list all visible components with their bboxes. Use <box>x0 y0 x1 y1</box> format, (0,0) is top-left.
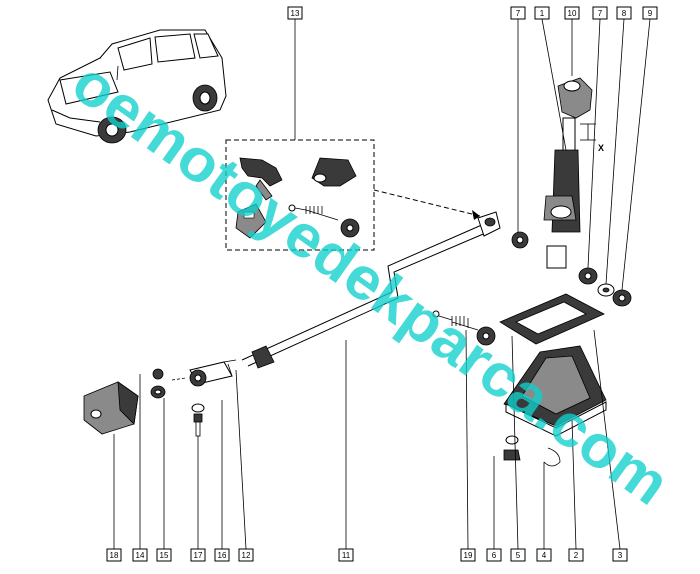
callout-7-left[interactable]: 7 <box>510 6 526 20</box>
callout-12[interactable]: 12 <box>238 548 254 562</box>
callout-11-label: 11 <box>342 551 351 560</box>
callout-10-label: 10 <box>568 9 577 18</box>
callout-2-label: 2 <box>574 551 579 560</box>
callout-18-label: 18 <box>110 551 119 560</box>
callout-9[interactable]: 9 <box>642 6 658 20</box>
control-rod-11 <box>241 211 501 369</box>
axis-x-label: X <box>598 143 604 153</box>
callout-7-right[interactable]: 7 <box>592 6 608 20</box>
callout-17-label: 17 <box>194 551 203 560</box>
fasteners-left <box>150 359 237 437</box>
callout-6[interactable]: 6 <box>486 548 502 562</box>
callout-8[interactable]: 8 <box>616 6 632 20</box>
callout-16[interactable]: 16 <box>214 548 230 562</box>
callout-5[interactable]: 5 <box>510 548 526 562</box>
callout-13-label: 13 <box>291 9 300 18</box>
callout-7-right-label: 7 <box>598 9 603 18</box>
callout-19[interactable]: 19 <box>460 548 476 562</box>
callout-15-label: 15 <box>160 551 169 560</box>
callout-8-label: 8 <box>622 9 627 18</box>
leader-lines <box>113 18 651 550</box>
callout-4[interactable]: 4 <box>536 548 552 562</box>
callout-10[interactable]: 10 <box>564 6 580 20</box>
callout-2[interactable]: 2 <box>568 548 584 562</box>
callout-18[interactable]: 18 <box>106 548 122 562</box>
callout-13[interactable]: 13 <box>287 6 303 20</box>
callout-7-left-label: 7 <box>516 9 521 18</box>
car-illustration <box>47 29 227 144</box>
callout-5-label: 5 <box>516 551 521 560</box>
link-19 <box>432 310 496 346</box>
gear-housing-2 <box>503 345 607 437</box>
kit-13-group <box>225 139 481 251</box>
callout-3-label: 3 <box>618 551 623 560</box>
callout-19-label: 19 <box>464 551 473 560</box>
callout-6-label: 6 <box>492 551 497 560</box>
callout-12-label: 12 <box>242 551 251 560</box>
callout-14[interactable]: 14 <box>132 548 148 562</box>
fasteners-right <box>511 231 632 307</box>
callout-4-label: 4 <box>542 551 547 560</box>
callout-9-label: 9 <box>648 9 653 18</box>
rubber-mount-18 <box>83 381 139 435</box>
callout-1-label: 1 <box>540 9 545 18</box>
callout-16-label: 16 <box>218 551 227 560</box>
callout-14-label: 14 <box>136 551 145 560</box>
callout-11[interactable]: 11 <box>338 548 354 562</box>
callout-17[interactable]: 17 <box>190 548 206 562</box>
callout-1[interactable]: 1 <box>534 6 550 20</box>
callout-15[interactable]: 15 <box>156 548 172 562</box>
gasket-3 <box>499 293 605 345</box>
callout-3[interactable]: 3 <box>612 548 628 562</box>
gear-lever-assembly <box>543 77 596 269</box>
